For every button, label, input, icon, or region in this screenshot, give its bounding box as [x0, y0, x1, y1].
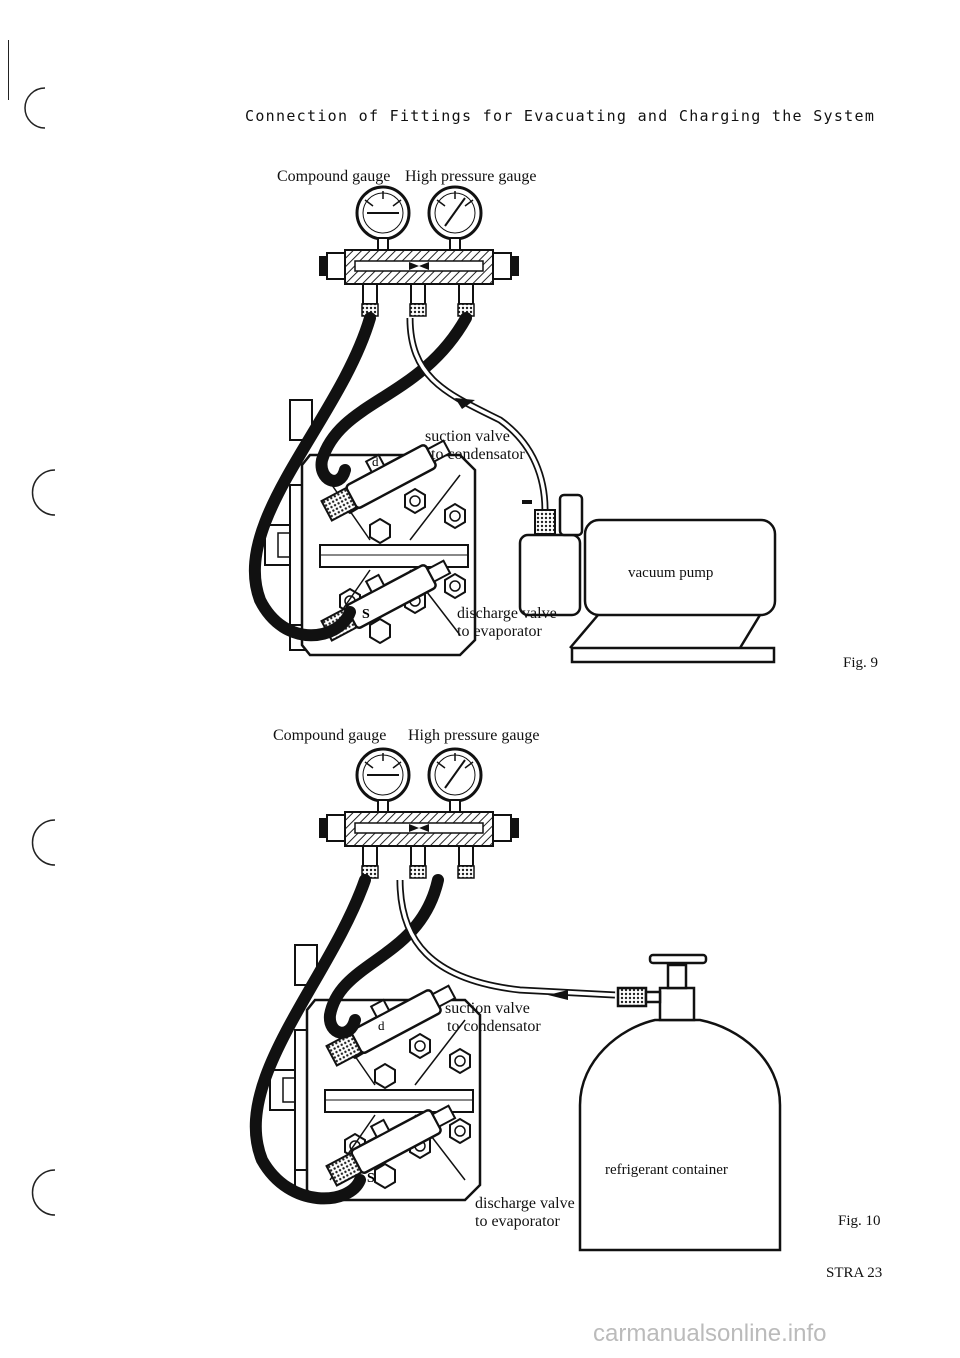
fig9-high-pressure-gauge-label: High pressure gauge: [405, 168, 537, 185]
fig9-to-condensator-label: to condensator: [431, 446, 525, 463]
fig10-refrigerant-container-label: refrigerant container: [605, 1162, 728, 1178]
fig9-vacuum-pump-label: vacuum pump: [628, 565, 714, 581]
fig9-caption: Fig. 9: [843, 655, 879, 671]
fig10-suction-hose: [249, 874, 371, 1205]
fig10-mark-s: S: [367, 1171, 375, 1186]
fig9-suction-valve-label: suction valve: [425, 428, 510, 445]
fig10-discharge-valve-label: discharge valve: [475, 1195, 575, 1212]
watermark: carmanualsonline.info: [593, 1320, 827, 1347]
fig9-mark-s: S: [362, 607, 370, 622]
fig10-mark-d: d: [378, 1018, 385, 1033]
fig9-vacuum-pump: [518, 493, 777, 664]
page-title: Connection of Fittings for Evacuating an…: [245, 107, 876, 125]
fig10-compound-gauge-label: Compound gauge: [273, 727, 387, 744]
punch-hole-1: [24, 87, 46, 129]
fig9-discharge-hose: [315, 312, 472, 487]
fig10-compressor: [268, 943, 482, 1202]
punch-hole-3: [31, 819, 56, 866]
fig10-caption: Fig. 10: [838, 1213, 881, 1229]
punch-holes: [24, 87, 56, 1216]
fig9-compound-gauge-label: Compound gauge: [277, 168, 391, 185]
fig10-discharge-hose: [324, 874, 444, 1039]
punch-hole-2: [31, 469, 56, 516]
fig10-refrigerant-container: [578, 953, 782, 1252]
page-code: STRA 23: [826, 1265, 883, 1281]
fig10-flow-arrow: [548, 990, 568, 1000]
fig10-suction-valve-label: suction valve: [445, 1000, 530, 1017]
fig10-high-pressure-gauge-label: High pressure gauge: [408, 727, 540, 744]
fig9-mark-d: d: [372, 454, 379, 469]
punch-hole-4: [31, 1169, 56, 1216]
fig10-gauge-manifold: [317, 747, 521, 880]
fig10-to-evaporator-label: to evaporator: [475, 1213, 560, 1230]
fig9-gauge-manifold: [317, 185, 521, 318]
fig9-flow-arrow: [455, 398, 475, 409]
fig9-discharge-valve-label: discharge valve: [457, 605, 557, 622]
fig10-to-condensator-label: to condensator: [447, 1018, 541, 1035]
binder-line: [8, 40, 9, 100]
fig9-diagram: d S: [248, 185, 777, 664]
fig10-diagram: d S: [249, 747, 782, 1252]
fig9-to-evaporator-label: to evaporator: [457, 623, 542, 640]
fig9-suction-hose: [248, 312, 376, 642]
